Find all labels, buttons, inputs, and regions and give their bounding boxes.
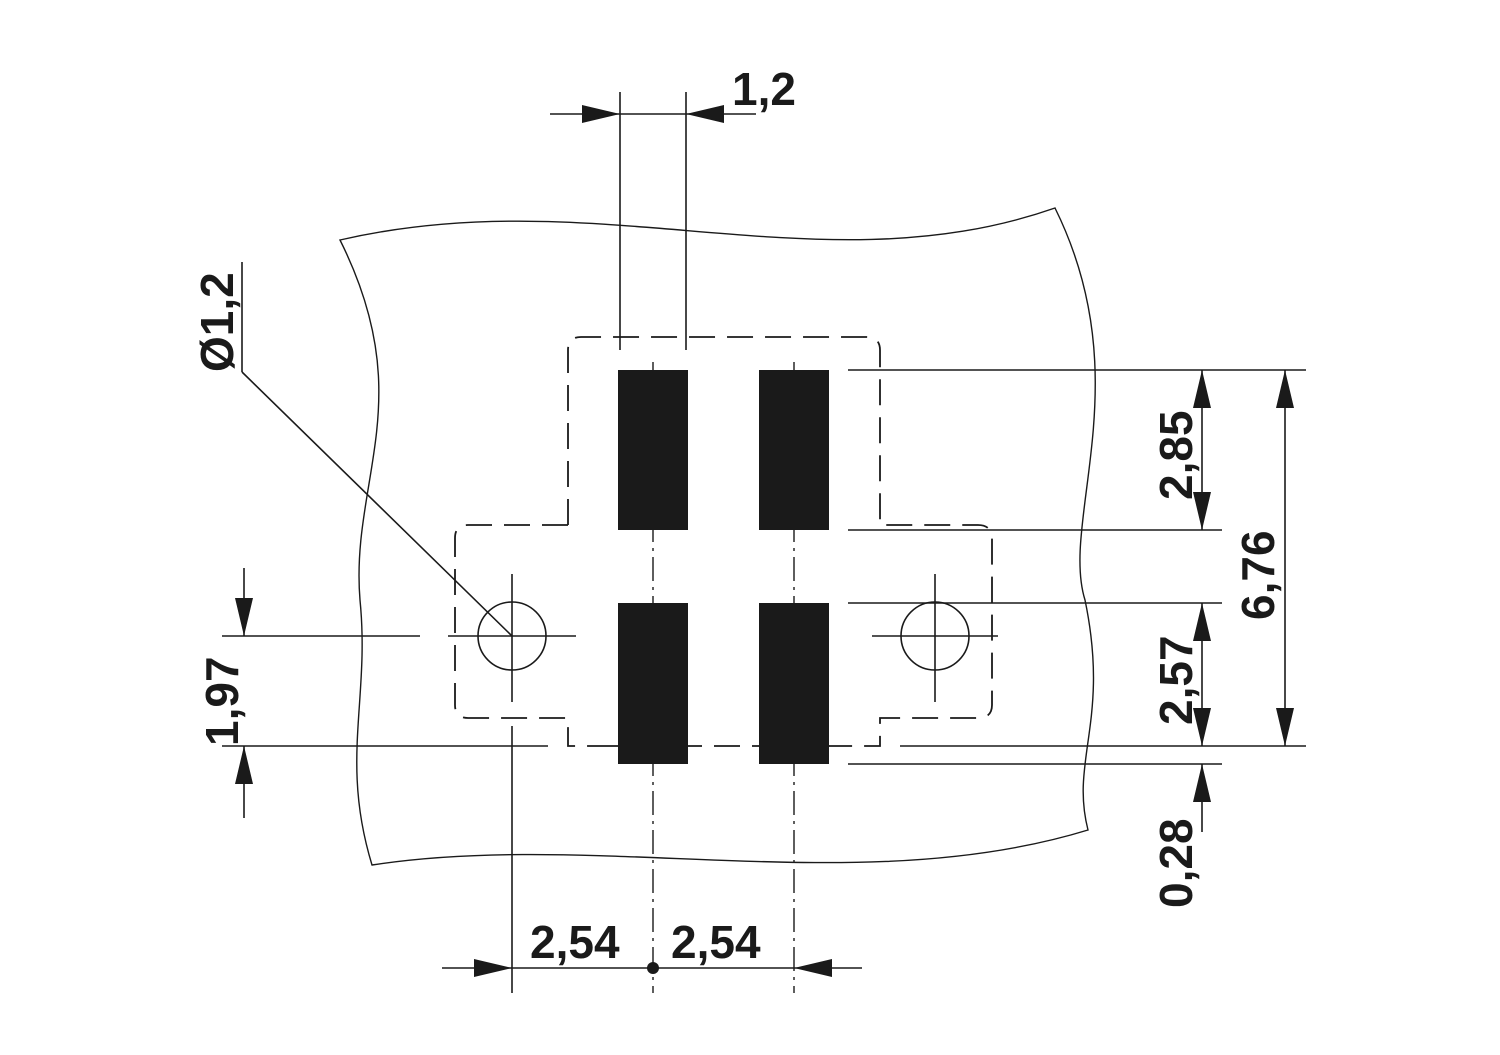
- arrow-pad-left: [582, 105, 620, 123]
- label-row-upper: 2,85: [1150, 410, 1202, 500]
- label-overall-height: 6,76: [1232, 530, 1284, 620]
- arrow-row-lower-top: [1193, 603, 1211, 641]
- leader-hole-diameter: [241, 371, 513, 637]
- arrow-overall-top: [1276, 370, 1294, 408]
- arrow-hole-offset-bottom: [235, 746, 253, 784]
- label-pad-width: 1,2: [732, 63, 796, 115]
- arrow-row-lower-bottom: [1193, 708, 1211, 746]
- arrow-overall-bottom: [1276, 708, 1294, 746]
- arrow-edge-offset: [1193, 764, 1211, 802]
- label-edge-offset: 0,28: [1150, 818, 1202, 908]
- arrow-hole-offset-top: [235, 598, 253, 636]
- pitch-origin-dot: [647, 962, 659, 974]
- arrow-pitch-left: [474, 959, 512, 977]
- arrow-row-upper-top: [1193, 370, 1211, 408]
- component-body-outline-left: [454, 524, 600, 747]
- arrow-pitch-right: [794, 959, 832, 977]
- arrow-row-upper-bottom: [1193, 492, 1211, 530]
- label-pitch-right: 2,54: [671, 916, 761, 968]
- label-hole-diameter: Ø1,2: [191, 272, 243, 372]
- label-hole-offset: 1,97: [196, 656, 248, 746]
- label-pitch-left: 2,54: [530, 916, 620, 968]
- label-row-lower: 2,57: [1150, 635, 1202, 725]
- arrow-pad-right: [686, 105, 724, 123]
- component-body-outline: [567, 336, 993, 747]
- board-outline: [338, 207, 1096, 866]
